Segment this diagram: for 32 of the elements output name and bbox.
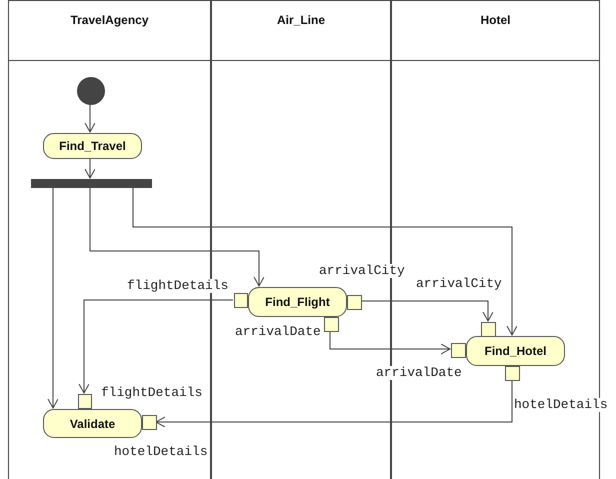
lane-title: Hotel — [480, 13, 510, 28]
lane-title: TravelAgency — [70, 13, 149, 28]
action-node: Find_Travel — [43, 133, 142, 159]
fork-bar — [31, 179, 152, 188]
control-flow-arrow — [132, 186, 518, 336]
control-flow-arrow — [90, 186, 264, 286]
pin-square — [142, 415, 157, 430]
action-node: Find_Flight — [248, 287, 347, 317]
pin-square — [505, 366, 520, 381]
control-flow-arrow — [84, 104, 96, 132]
pin-label: flightDetails — [127, 279, 228, 293]
pin-label: flightDetails — [101, 386, 202, 400]
pin-square — [324, 317, 339, 332]
control-flow-arrow — [360, 300, 494, 322]
control-flow-arrow — [330, 330, 450, 354]
action-node: Find_Hotel — [466, 336, 565, 366]
pin-label: hotelDetails — [514, 398, 608, 412]
control-flow-arrow — [156, 380, 512, 428]
control-flow-arrow — [84, 158, 96, 178]
control-flow-arrow — [78, 300, 234, 394]
pin-square — [451, 343, 466, 358]
pin-label: arrivalDate — [376, 366, 462, 380]
lane-title: Air_Line — [276, 13, 325, 28]
pin-label: arrivalCity — [416, 277, 502, 291]
pin-square — [481, 322, 496, 337]
control-flow-arrow — [48, 186, 58, 408]
initial-node — [77, 77, 105, 105]
pin-label: arrivalCity — [319, 264, 405, 278]
action-node: Validate — [43, 409, 142, 438]
pin-square — [234, 293, 248, 308]
pin-square — [78, 394, 92, 409]
pin-square — [347, 295, 362, 310]
